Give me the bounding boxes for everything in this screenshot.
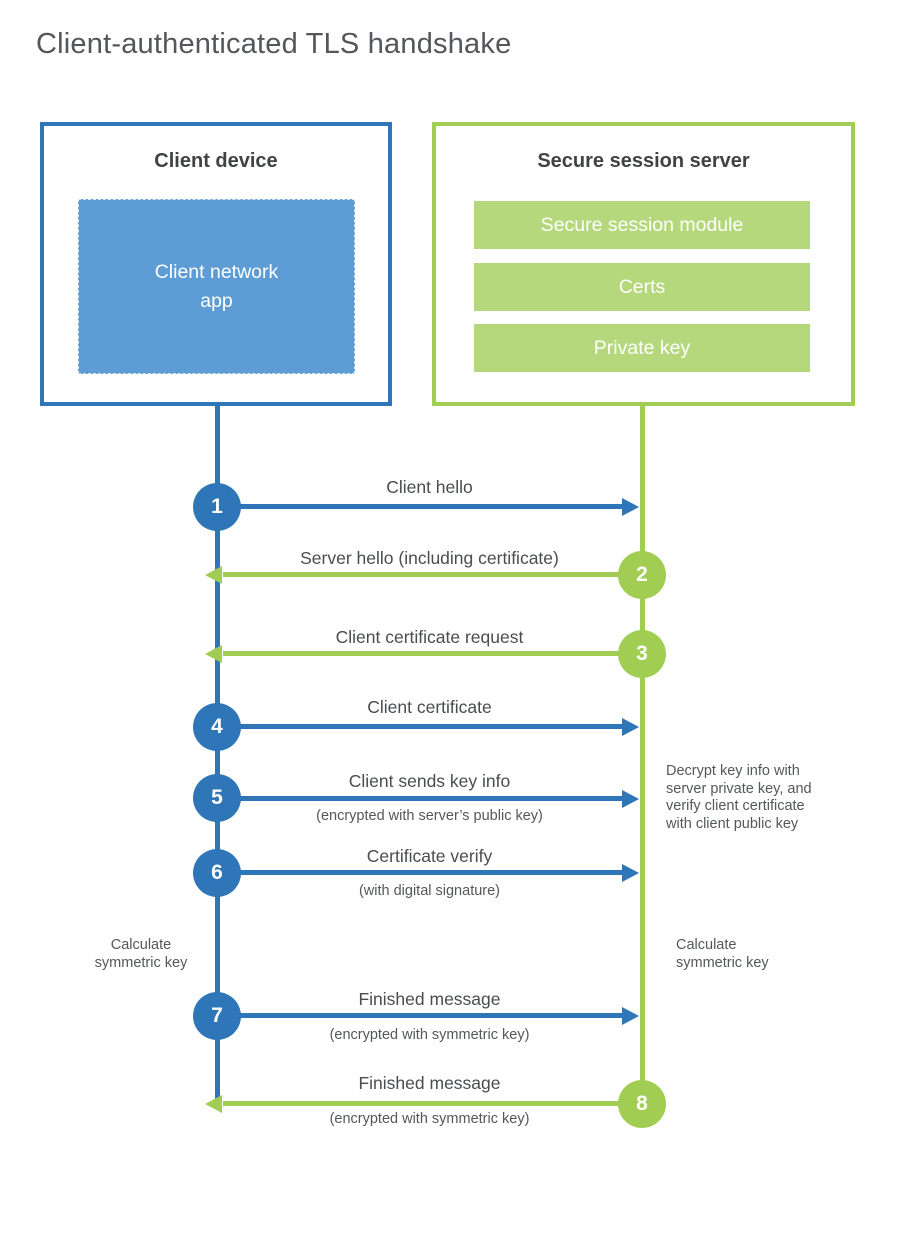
step-5-badge: 5 bbox=[193, 774, 241, 822]
arrow-left-icon bbox=[205, 566, 222, 584]
server-module-private-key: Private key bbox=[474, 324, 810, 372]
arrow-right-icon bbox=[622, 790, 639, 808]
server-calculate-symmetric-key-note: Calculate symmetric key bbox=[676, 937, 769, 971]
arrow-line bbox=[223, 1101, 642, 1106]
server-module-secure-session: Secure session module bbox=[474, 201, 810, 249]
step-7-sublabel: (encrypted with symmetric key) bbox=[329, 1027, 530, 1043]
client-calculate-symmetric-key-note: Calculate symmetric key bbox=[94, 937, 188, 971]
client-lifeline bbox=[215, 406, 220, 1107]
step-7-label: Finished message bbox=[358, 989, 501, 1009]
step-6-badge: 6 bbox=[193, 849, 241, 897]
step-4-label: Client certificate bbox=[367, 697, 492, 717]
step-1-label: Client hello bbox=[386, 477, 473, 497]
arrow-right-icon bbox=[622, 718, 639, 736]
server-box-title: Secure session server bbox=[537, 150, 750, 172]
arrow-line bbox=[217, 504, 622, 509]
step-1-badge: 1 bbox=[193, 483, 241, 531]
step-5-sublabel: (encrypted with server’s public key) bbox=[316, 808, 543, 824]
arrow-line bbox=[223, 572, 642, 577]
step-2-label: Server hello (including certificate) bbox=[300, 548, 559, 568]
step-4-badge: 4 bbox=[193, 703, 241, 751]
server-lifeline bbox=[640, 406, 645, 1104]
server-module-certs: Certs bbox=[474, 263, 810, 311]
step-8-sublabel: (encrypted with symmetric key) bbox=[329, 1111, 530, 1127]
arrow-line bbox=[217, 796, 622, 801]
step-5-label: Client sends key info bbox=[348, 771, 511, 791]
arrow-line bbox=[223, 651, 642, 656]
step-2-badge: 2 bbox=[618, 551, 666, 599]
step-7-badge: 7 bbox=[193, 992, 241, 1040]
arrow-left-icon bbox=[205, 1095, 222, 1113]
step-6-label: Certificate verify bbox=[366, 846, 493, 866]
client-network-app-box: Client network app bbox=[78, 199, 355, 374]
server-box: Secure session server Secure session mod… bbox=[432, 122, 855, 406]
arrow-right-icon bbox=[622, 1007, 639, 1025]
step-8-badge: 8 bbox=[618, 1080, 666, 1128]
arrow-line bbox=[217, 870, 622, 875]
step-3-label: Client certificate request bbox=[335, 627, 524, 647]
step-3-badge: 3 bbox=[618, 630, 666, 678]
arrow-line bbox=[217, 724, 622, 729]
arrow-left-icon bbox=[205, 645, 222, 663]
arrow-right-icon bbox=[622, 498, 639, 516]
step-8-label: Finished message bbox=[358, 1073, 501, 1093]
step-6-sublabel: (with digital signature) bbox=[358, 883, 501, 899]
client-device-title: Client device bbox=[154, 150, 278, 172]
arrow-line bbox=[217, 1013, 622, 1018]
arrow-right-icon bbox=[622, 864, 639, 882]
client-device-box: Client device Client network app bbox=[40, 122, 392, 406]
page-title: Client-authenticated TLS handshake bbox=[36, 28, 512, 60]
server-decrypt-note: Decrypt key info with server private key… bbox=[666, 763, 812, 833]
